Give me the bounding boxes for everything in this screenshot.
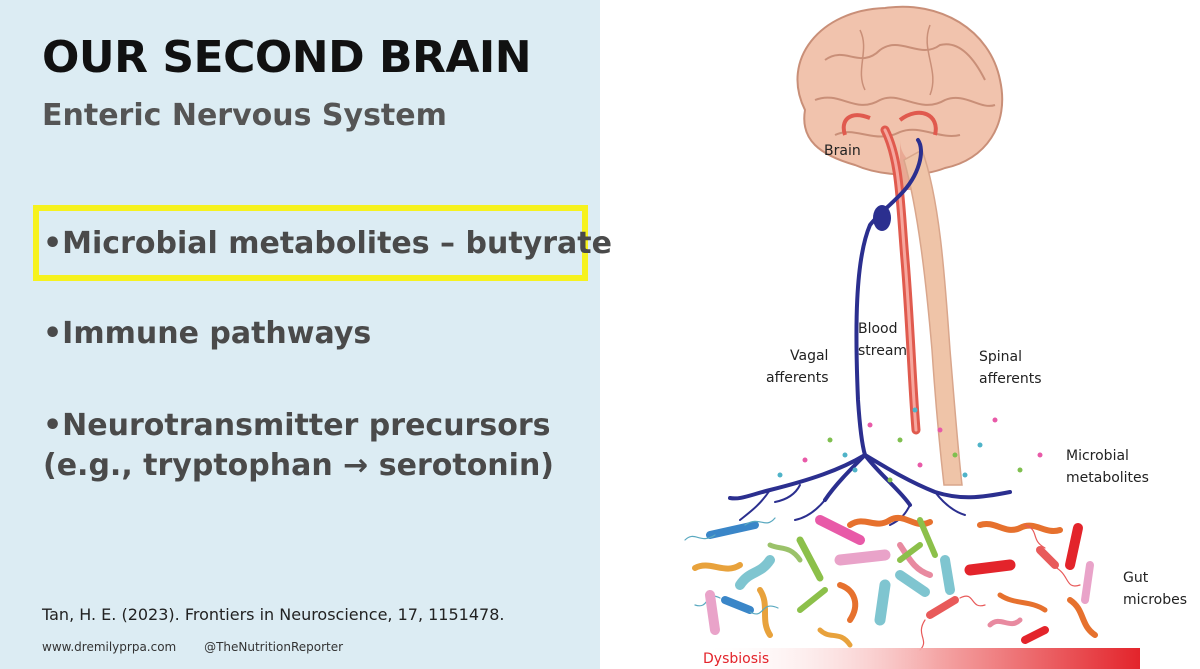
- citation: Tan, H. E. (2023). Frontiers in Neurosci…: [42, 605, 505, 624]
- slide-title: OUR SECOND BRAIN: [42, 32, 532, 83]
- spinal-cord: [903, 148, 963, 486]
- label-vagal: Vagal: [790, 348, 828, 364]
- label-gut: Gut: [1123, 570, 1149, 586]
- label-spinal-afferents: afferents: [979, 371, 1042, 387]
- footer: www.dremilyprpa.com @TheNutritionReporte…: [42, 640, 343, 654]
- footer-website: www.dremilyprpa.com: [42, 640, 177, 654]
- label-microbes: microbes: [1123, 592, 1187, 608]
- label-blood: Blood: [858, 321, 898, 337]
- gut-brain-diagram: Brain Blood stream Vagal afferents Spina…: [684, 5, 1187, 669]
- label-brain: Brain: [824, 143, 861, 159]
- dysbiosis-bar: [700, 648, 1140, 669]
- slide-subtitle: Enteric Nervous System: [42, 98, 447, 133]
- vagal-nerve: [728, 138, 1012, 526]
- bullet-microbial-metabolites: •Microbial metabolites – butyrate: [43, 226, 612, 261]
- label-dysbiosis: Dysbiosis: [703, 651, 769, 667]
- gut-microbes: [684, 515, 1098, 651]
- label-metabolites: metabolites: [1066, 470, 1149, 486]
- label-microbial: Microbial: [1066, 448, 1129, 464]
- bullet-neurotransmitter-precursors: •Neurotransmitter precursors: [43, 408, 551, 443]
- label-stream: stream: [858, 343, 907, 359]
- vagal-ganglion: [873, 205, 891, 231]
- left-panel: OUR SECOND BRAIN Enteric Nervous System …: [0, 0, 612, 669]
- highlight-box: [33, 205, 588, 281]
- bullet-immune-pathways: •Immune pathways: [43, 316, 372, 351]
- label-vagal-afferents: afferents: [766, 370, 829, 386]
- metabolite-dots: [777, 407, 1043, 483]
- bullet-tryptophan-serotonin: (e.g., tryptophan → serotonin): [43, 448, 555, 483]
- label-spinal: Spinal: [979, 349, 1022, 365]
- footer-handle: @TheNutritionReporter: [204, 640, 344, 654]
